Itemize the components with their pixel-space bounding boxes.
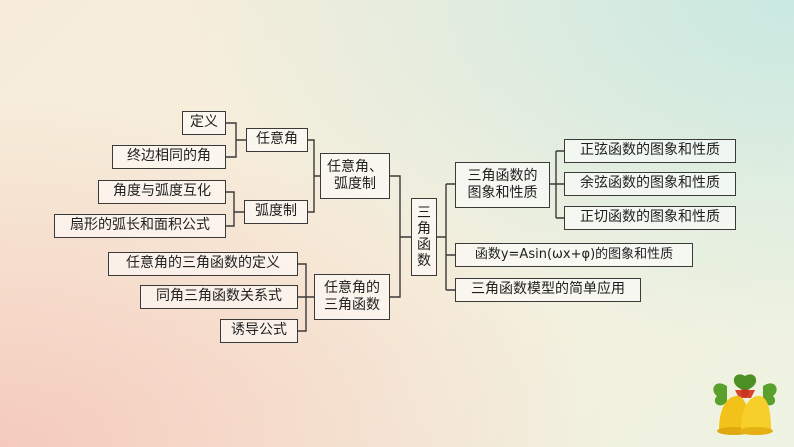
- connector-hududzhi: [226, 191, 244, 227]
- node-root: 三 角 函 数: [411, 198, 437, 276]
- node-zhengxian: 正弦函数的图象和性质: [564, 139, 736, 163]
- node-tongjiao: 同角三角函数关系式: [140, 285, 298, 309]
- connector-renyijiao: [226, 122, 246, 158]
- node-youdao: 诱导公式: [220, 319, 298, 343]
- node-moxing: 三角函数模型的简单应用: [455, 278, 641, 302]
- node-renyijiao: 任意角: [246, 128, 308, 152]
- node-jiaodu-huxu: 角度与弧度互化: [98, 180, 226, 204]
- node-renyijiao-hudu: 任意角、 弧度制: [320, 153, 390, 199]
- node-zhongbian: 终边相同的角: [112, 145, 226, 169]
- node-asin: 函数y=Asin(ωx+φ)的图象和性质: [455, 243, 693, 267]
- connector-renyijiao-sanjiao: [298, 263, 314, 332]
- node-dingyi: 定义: [182, 111, 226, 135]
- node-yuxian: 余弦函数的图象和性质: [564, 172, 736, 196]
- node-hududzhi: 弧度制: [244, 200, 308, 224]
- node-renyijiao-sanjiao: 任意角的 三角函数: [314, 274, 390, 320]
- connector-renyijiao-hudu: [308, 139, 320, 213]
- bells-decoration-icon: [713, 374, 777, 435]
- node-tuxiang-xingzhi: 三角函数的 图象和性质: [455, 162, 550, 208]
- node-sanjiao-dingyi: 任意角的三角函数的定义: [108, 252, 298, 276]
- connector-tuxiang: [550, 150, 564, 219]
- connector-root-left: [390, 175, 411, 298]
- node-zhengqie: 正切函数的图象和性质: [564, 206, 736, 230]
- connector-root-right: [437, 183, 455, 291]
- node-shanxing: 扇形的弧长和面积公式: [54, 214, 226, 238]
